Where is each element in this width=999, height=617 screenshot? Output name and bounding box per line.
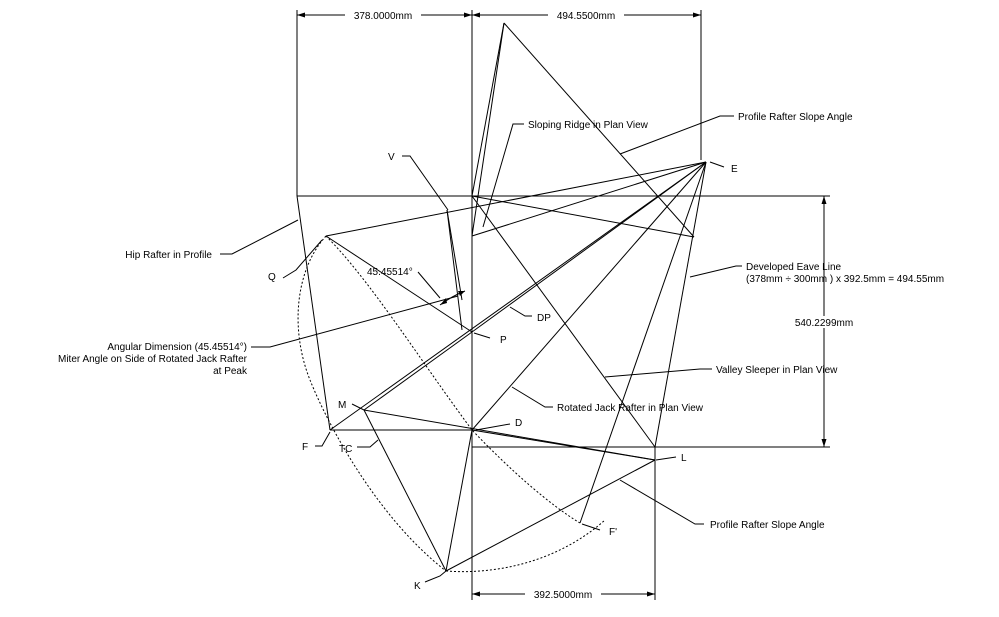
callout-profile-slope-bottom: Profile Rafter Slope Angle <box>710 520 825 531</box>
callout-developed-eave-2: (378mm ÷ 300mm ) x 392.5mm = 494.55mm <box>746 274 944 285</box>
callout-sloping-ridge: Sloping Ridge in Plan View <box>528 120 649 131</box>
point-label-v: V <box>388 152 395 163</box>
callout-angular-dim-3: at Peak <box>213 366 248 377</box>
callout-angular-dim-1: Angular Dimension (45.45514°) <box>107 342 247 353</box>
point-label-k: K <box>414 581 421 592</box>
callout-developed-eave-1: Developed Eave Line <box>746 262 842 273</box>
callout-angular-dim-2: Miter Angle on Side of Rotated Jack Raft… <box>58 354 248 365</box>
dimension-label-540: 540.2299mm <box>795 318 853 329</box>
dimension-label-392: 392.5000mm <box>534 590 592 601</box>
point-label-l: L <box>681 453 687 464</box>
dimension-label-494: 494.5500mm <box>557 11 615 22</box>
point-label-q: Q <box>268 272 276 283</box>
callout-angle-value: 45.45514° <box>367 267 413 278</box>
dashed-arc-right <box>325 235 581 524</box>
point-label-f-prime: F' <box>609 527 617 538</box>
point-label-p: P <box>500 335 507 346</box>
dimension-top-right: 494.5500mm <box>472 8 702 160</box>
point-label-e: E <box>731 164 738 175</box>
point-label-m: M <box>338 400 346 411</box>
roof-lines <box>325 22 707 572</box>
point-label-dp: DP <box>537 313 551 324</box>
point-label-d: D <box>515 418 522 429</box>
dashed-arc-bottom <box>445 519 606 573</box>
dashed-arc-left <box>297 235 447 572</box>
callout-hip-profile: Hip Rafter in Profile <box>125 250 212 261</box>
dimension-label-378: 378.0000mm <box>354 11 412 22</box>
dimension-top-left: 378.0000mm <box>296 8 473 196</box>
plan-outline <box>296 15 824 594</box>
leaders <box>220 115 742 583</box>
callout-valley-sleeper: Valley Sleeper in Plan View <box>716 365 838 376</box>
point-label-f: F <box>302 442 308 453</box>
callout-rotated-jack: Rotated Jack Rafter in Plan View <box>557 403 704 414</box>
point-label-tc: TC <box>339 444 352 455</box>
callout-profile-slope-top: Profile Rafter Slope Angle <box>738 112 853 123</box>
